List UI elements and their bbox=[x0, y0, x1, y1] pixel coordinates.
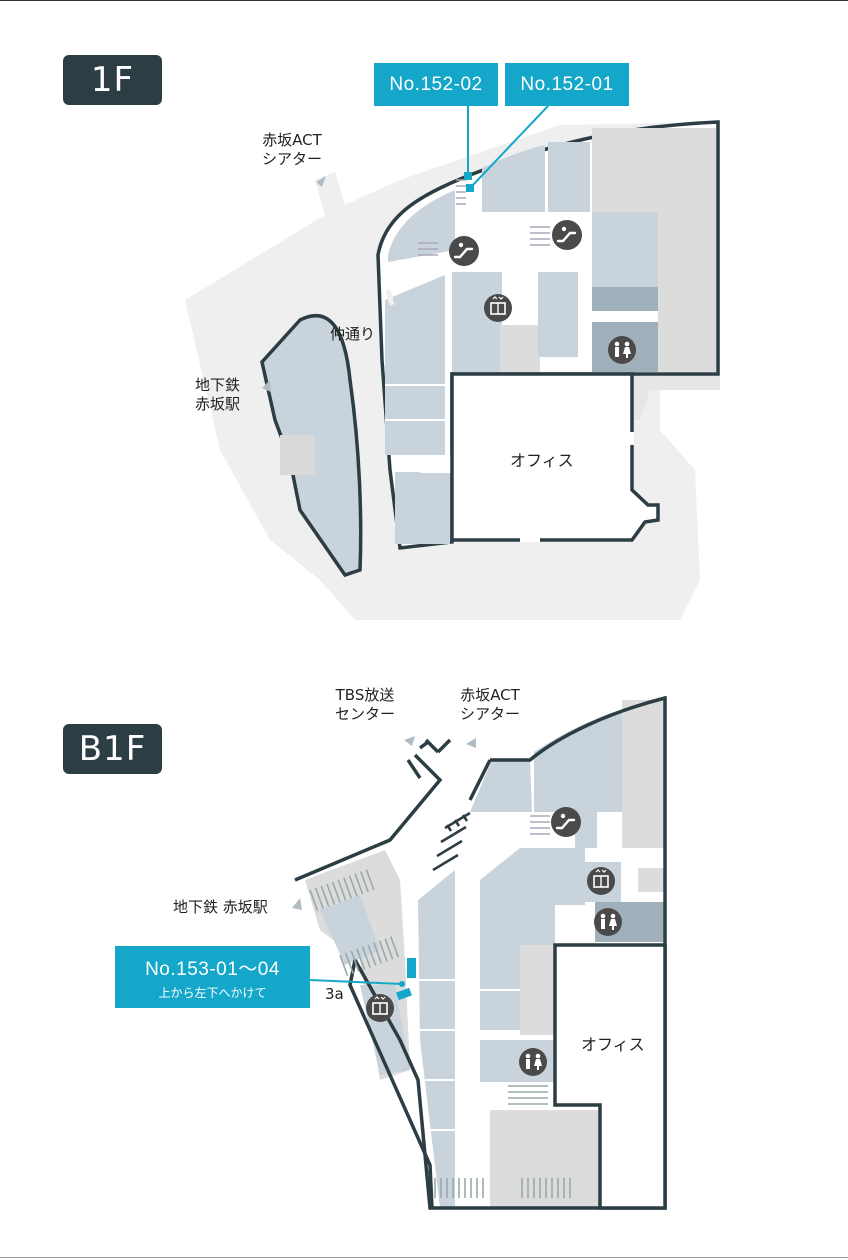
floor-badge-b1f: B1F bbox=[63, 724, 162, 774]
escalator-icon bbox=[550, 218, 584, 252]
label-nakadori: 仲通り bbox=[330, 325, 376, 343]
label-line: TBS放送 bbox=[335, 686, 395, 704]
map-1f bbox=[185, 105, 720, 620]
callout-label: No.152-02 bbox=[389, 73, 483, 95]
floor-badge-1f: 1F bbox=[63, 55, 162, 105]
elevator-icon bbox=[365, 993, 395, 1023]
label-subway-b1f: 地下鉄 赤坂駅 bbox=[173, 898, 268, 916]
label-office-b1f: オフィス bbox=[581, 1035, 645, 1054]
label-akasaka-act-b1f: 赤坂ACT シアター bbox=[460, 686, 520, 724]
label-line: シアター bbox=[460, 705, 521, 723]
label-line: 地下鉄 bbox=[195, 376, 241, 394]
label-subway-1f: 地下鉄 赤坂駅 bbox=[195, 376, 240, 414]
label-line: 赤坂ACT bbox=[460, 686, 520, 704]
callout-no-152-01: No.152-01 bbox=[505, 63, 629, 106]
callout-label: No.153-01～04 bbox=[145, 958, 280, 980]
label-tbs: TBS放送 センター bbox=[335, 686, 395, 724]
map-b1f bbox=[292, 695, 667, 1210]
restroom-icon bbox=[519, 1048, 547, 1076]
escalator-icon bbox=[549, 805, 583, 839]
label-line: シアター bbox=[262, 150, 323, 168]
callout-label: No.152-01 bbox=[520, 73, 614, 95]
top-border bbox=[0, 0, 848, 1]
elevator-icon bbox=[586, 866, 616, 896]
callout-sublabel: 上から左下へかけて bbox=[158, 985, 267, 1000]
label-line: 赤坂駅 bbox=[195, 395, 241, 413]
escalator-icon bbox=[447, 234, 481, 268]
label-exit-3a: 3a bbox=[325, 985, 344, 1003]
callout-no-153: No.153-01～04 上から左下へかけて bbox=[115, 946, 310, 1008]
restroom-icon bbox=[594, 908, 622, 936]
restroom-icon bbox=[608, 336, 636, 364]
label-line: センター bbox=[335, 705, 396, 723]
label-akasaka-act-1f: 赤坂ACT シアター bbox=[262, 131, 322, 169]
label-line: 赤坂ACT bbox=[262, 131, 322, 149]
label-office-1f: オフィス bbox=[510, 451, 574, 470]
callout-no-152-02: No.152-02 bbox=[374, 63, 498, 106]
bottom-border bbox=[0, 1257, 848, 1258]
elevator-icon bbox=[483, 293, 513, 323]
